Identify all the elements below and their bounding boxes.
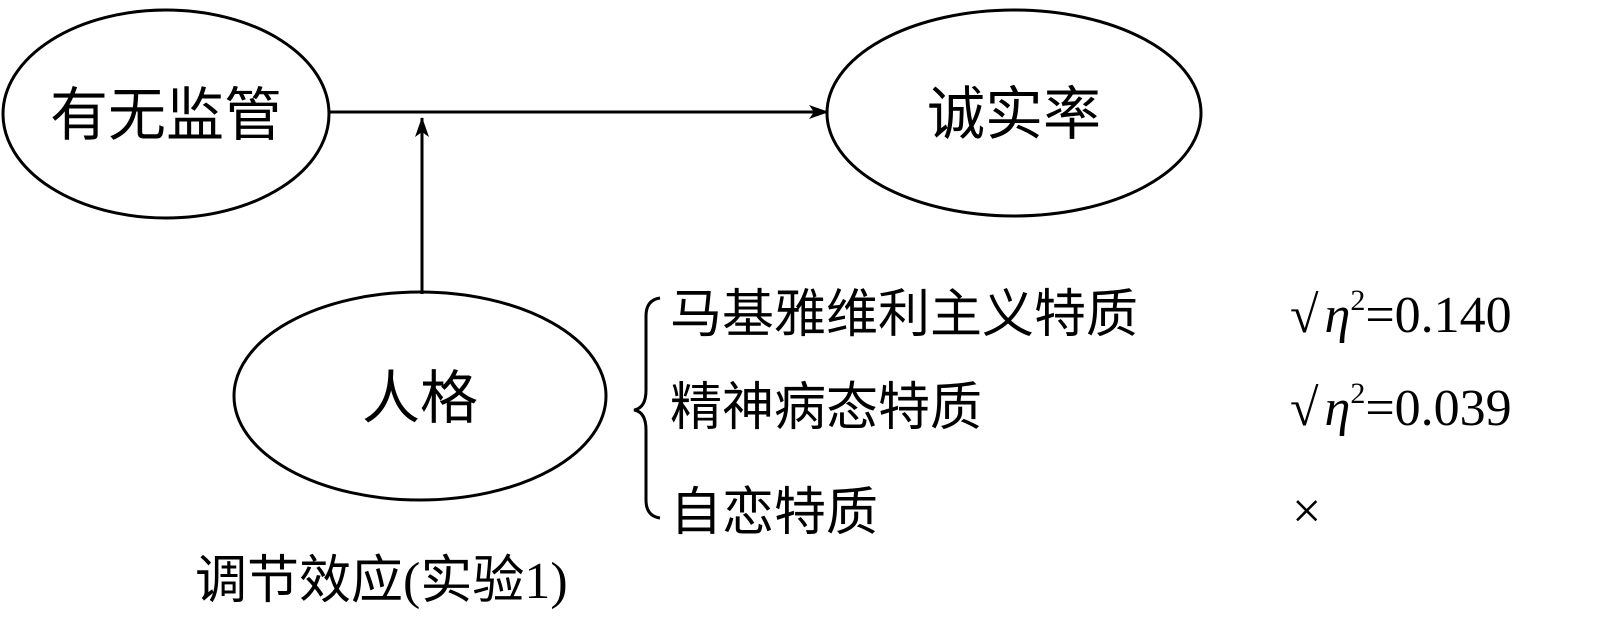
node-honesty-label: 诚实率: [927, 82, 1101, 147]
trait-stat: √η2=0.140: [1290, 284, 1512, 344]
trait-label: 精神病态特质: [670, 380, 982, 437]
not-significant-mark: ×: [1292, 483, 1321, 540]
superscript: 2: [1350, 284, 1365, 317]
node-supervision: 有无监管: [1, 8, 331, 220]
diagram-caption: 调节效应(实验1): [195, 553, 568, 610]
trait-stat: √η2=0.039: [1290, 377, 1512, 437]
eta-symbol: η: [1325, 287, 1351, 344]
trait-label: 马基雅维利主义特质: [670, 287, 1138, 344]
check-mark: √: [1290, 287, 1319, 344]
trait-label: 自恋特质: [670, 485, 878, 542]
eta-symbol: η: [1325, 380, 1351, 437]
node-honesty: 诚实率: [825, 8, 1203, 218]
eta-value: =0.140: [1365, 287, 1511, 344]
curly-brace: [633, 296, 661, 520]
node-personality-label: 人格: [362, 366, 478, 431]
superscript: 2: [1350, 377, 1365, 410]
node-personality: 人格: [232, 290, 608, 502]
check-mark: √: [1290, 380, 1319, 437]
node-supervision-label: 有无监管: [50, 83, 282, 148]
eta-value: =0.039: [1365, 380, 1511, 437]
